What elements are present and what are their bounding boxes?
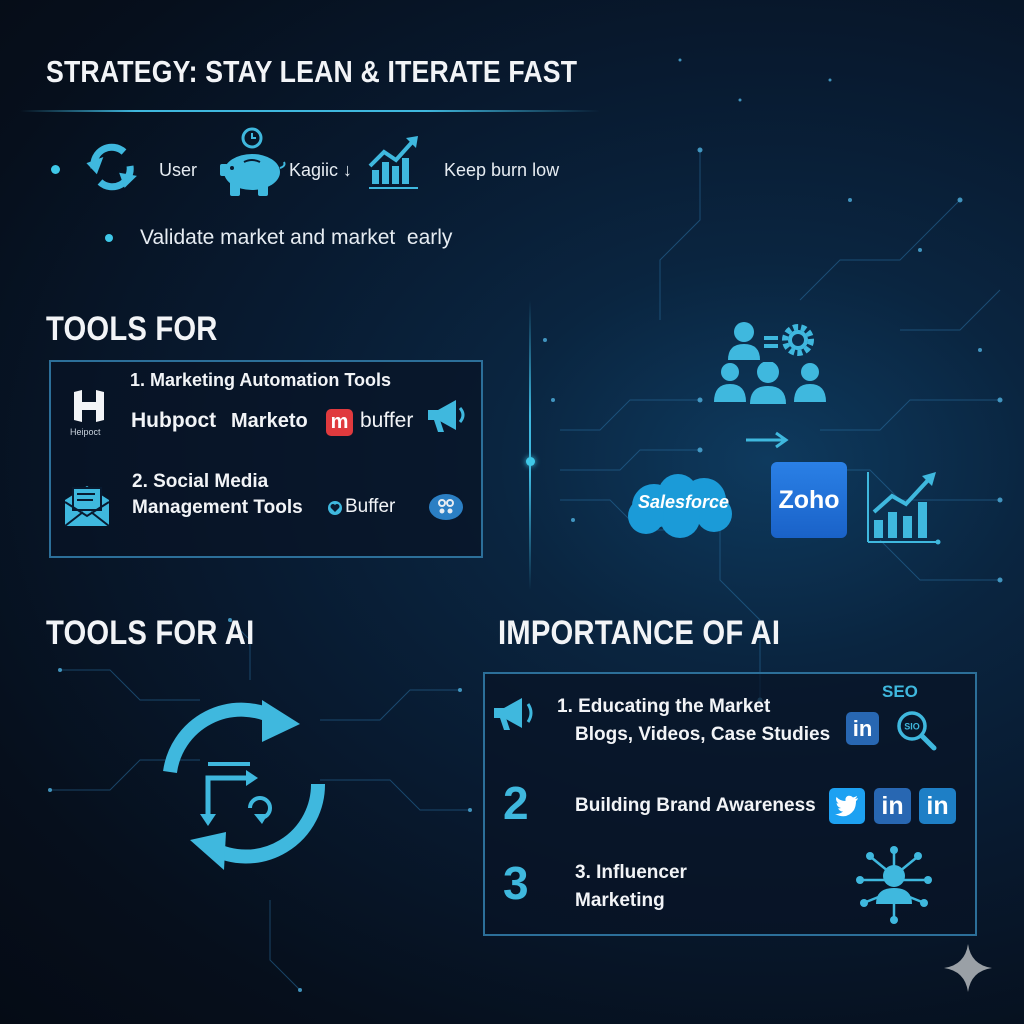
importance-item-2-number: 2 bbox=[503, 777, 529, 829]
strategy-item-user: User bbox=[159, 160, 198, 180]
tools-for-panel bbox=[49, 360, 483, 558]
social-media-heading-line1: 2. Social Media bbox=[132, 471, 269, 492]
hubspot-logo-caption: Heipoct bbox=[70, 427, 101, 437]
salesforce-logo bbox=[628, 474, 732, 538]
marketing-automation-heading: 1. Marketing Automation Tools bbox=[130, 370, 392, 390]
linkedin-logo: in bbox=[919, 788, 956, 824]
refresh-icon bbox=[86, 143, 137, 191]
importance-item-3-title: 3. Influencer bbox=[575, 862, 687, 883]
divider-node bbox=[526, 457, 535, 466]
tools-for-ai-title: TOOLS FOR AI bbox=[46, 614, 255, 652]
brand-hubpoct: Hubpoct bbox=[131, 409, 217, 432]
megaphone-icon bbox=[494, 698, 533, 730]
marketo-m-logo: m bbox=[326, 409, 353, 436]
seo-label: SEO bbox=[882, 682, 918, 701]
growth-chart-icon bbox=[368, 136, 418, 189]
importance-item-1-title: 1. Educating the Market bbox=[557, 696, 771, 717]
growth-chart-icon bbox=[867, 472, 941, 545]
bullet-dot bbox=[51, 165, 60, 174]
bullet-dot bbox=[105, 234, 113, 242]
title-divider bbox=[20, 110, 600, 112]
brand-marketo: Marketo bbox=[231, 410, 308, 432]
strategy-title: STRATEGY: STAY LEAN & ITERATE FAST bbox=[46, 54, 578, 89]
influencer-network-icon bbox=[856, 846, 932, 924]
salesforce-label: Salesforce bbox=[638, 492, 730, 512]
tools-for-title: TOOLS FOR bbox=[46, 310, 218, 348]
heart-icon bbox=[328, 501, 342, 515]
seo-search-icon: SIO bbox=[897, 711, 937, 751]
strategy-item-burn: Keep burn low bbox=[444, 160, 560, 180]
arrow-right-icon bbox=[746, 431, 789, 449]
cycle-arrows-icon bbox=[163, 700, 326, 870]
cloud-logo-icon bbox=[429, 494, 463, 520]
social-media-heading-line2: Management Tools bbox=[132, 497, 303, 518]
sparkle-icon bbox=[944, 944, 992, 992]
hubspot-logo-icon bbox=[74, 390, 104, 422]
zoho-logo: Zoho bbox=[771, 462, 847, 538]
svg-text:SIO: SIO bbox=[904, 722, 920, 732]
users-gear-icon bbox=[728, 322, 814, 360]
importance-title: IMPORTANCE OF AI bbox=[498, 614, 781, 652]
importance-item-2-title: Building Brand Awareness bbox=[575, 795, 816, 816]
piggy-bank-icon bbox=[220, 127, 286, 196]
strategy-bullet-validate: Validate market and market early bbox=[140, 226, 453, 249]
brand-buffer: buffer bbox=[360, 409, 414, 432]
envelope-icon bbox=[64, 486, 110, 527]
importance-item-3-number: 3 bbox=[503, 857, 529, 909]
vertical-divider bbox=[529, 300, 531, 590]
megaphone-icon bbox=[428, 400, 465, 432]
team-icon bbox=[714, 362, 826, 404]
linkedin-logo: in bbox=[846, 712, 879, 745]
importance-item-1-subtitle: Blogs, Videos, Case Studies bbox=[575, 724, 831, 745]
strategy-item-kagiic: Kagiic ↓ bbox=[289, 160, 353, 180]
twitter-bird-icon bbox=[835, 795, 858, 817]
brand-buffer-2: Buffer bbox=[345, 496, 396, 517]
twitter-logo bbox=[829, 788, 865, 824]
linkedin-logo: in bbox=[874, 788, 911, 824]
importance-item-3-subtitle: Marketing bbox=[575, 890, 665, 911]
